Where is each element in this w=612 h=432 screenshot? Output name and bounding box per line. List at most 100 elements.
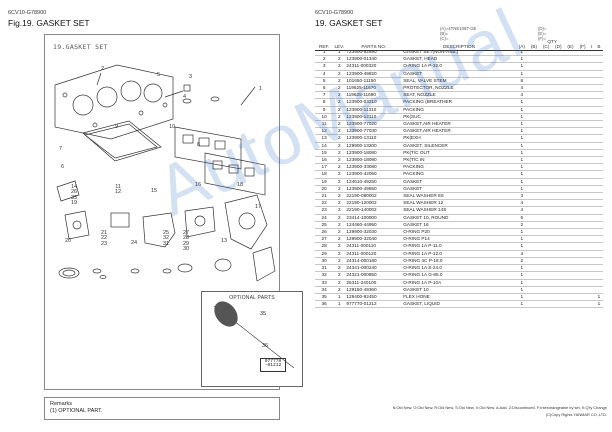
cell-empty	[576, 163, 589, 172]
cell-ref: 33	[315, 279, 334, 287]
cell-desc: PACKING	[402, 170, 516, 179]
cell-ref: 14	[315, 142, 334, 150]
cell-desc: FLEX HONE	[402, 293, 516, 302]
cell-empty	[527, 178, 541, 186]
cell-b	[594, 113, 603, 122]
cell-empty	[588, 106, 595, 114]
cell-desc: PK(T/C OUT	[402, 149, 516, 158]
cell-empty	[576, 98, 589, 107]
cell-pn: 129900-13200	[345, 142, 403, 150]
cell-b	[594, 120, 603, 129]
cell-lev: 2	[333, 113, 346, 122]
cell-pn: 123900-18080	[345, 149, 403, 158]
cell-empty	[576, 235, 589, 244]
cell-empty	[540, 142, 553, 150]
cell-empty	[527, 199, 541, 208]
cell-pn: 123900-49820	[345, 70, 403, 78]
cell-b	[594, 257, 603, 266]
cell-empty	[527, 242, 541, 251]
cell-empty	[564, 70, 577, 78]
exploded-diagram: 19.GASKET SET	[44, 34, 303, 390]
cell-empty	[540, 286, 553, 294]
cell-lev: 2	[333, 106, 346, 114]
cell-empty	[552, 257, 565, 266]
cell-pn: 24314-000180	[345, 257, 403, 266]
gasket-drawing	[54, 64, 276, 282]
header-qty-e: (E)	[567, 44, 574, 49]
right-model-code: 6CV10-G78900	[315, 10, 354, 16]
cell-empty	[540, 170, 553, 179]
cell-b	[594, 192, 603, 201]
cell-lev: 2	[333, 55, 346, 64]
cell-empty	[527, 170, 541, 179]
cell-pn: 124460-44950	[345, 221, 403, 230]
cell-empty	[576, 214, 589, 222]
cell-empty	[527, 206, 541, 215]
cell-ref: 20	[315, 185, 334, 194]
cell-empty	[576, 77, 589, 86]
cell-desc: O-RING 1A P-11.0	[402, 242, 516, 251]
cell-empty	[576, 113, 589, 122]
cell-empty	[588, 199, 595, 208]
cell-empty	[576, 199, 589, 208]
cell-lev: 2	[333, 192, 346, 201]
cell-empty	[564, 293, 577, 302]
cell-a: 1	[515, 120, 528, 129]
cell-ref: 3	[315, 62, 334, 71]
cell-b	[594, 242, 603, 251]
cell-empty	[540, 70, 553, 78]
cell-empty	[540, 106, 553, 114]
cell-empty	[564, 134, 577, 143]
callout-6: 6	[61, 164, 65, 170]
cell-empty	[564, 142, 577, 150]
cell-empty	[540, 55, 553, 64]
cell-empty	[564, 113, 577, 122]
callout-17: 17	[255, 204, 262, 210]
cell-b	[594, 228, 603, 237]
cell-empty	[564, 192, 577, 201]
cell-empty	[588, 185, 595, 194]
cell-empty	[588, 62, 595, 71]
cell-empty	[576, 300, 589, 309]
cell-pn: 26311-240100	[345, 279, 403, 287]
cell-lev: 2	[333, 228, 346, 237]
cell-b	[594, 235, 603, 244]
header-lev: LEV.	[334, 44, 345, 49]
cell-lev: 2	[333, 84, 346, 93]
cell-empty	[588, 70, 595, 78]
cell-pn: 22190-120002	[345, 199, 403, 208]
remarks-box: Remarks (1) OPTIONAL PART.	[44, 397, 280, 420]
cell-a: 1	[515, 242, 528, 251]
cell-desc: O-RING 1A S-24.0	[402, 264, 516, 273]
liquid-gasket-label-line2: -01212	[264, 363, 282, 369]
header-parts-no: PARTS NO.	[361, 44, 387, 49]
header-description: DESCRIPTION	[442, 44, 475, 49]
cell-lev: 2	[333, 70, 346, 78]
cell-pn: 977770-01212	[345, 300, 403, 309]
rocker-cover-packing-drawing	[82, 120, 162, 162]
cell-empty	[527, 156, 541, 165]
cell-empty	[552, 206, 565, 215]
cell-empty	[588, 271, 595, 280]
cell-desc: GASKET, SILENCER	[402, 142, 516, 150]
cell-pn: 123900-42050	[345, 170, 403, 179]
cell-a: 1	[515, 55, 528, 64]
cell-pn: 119625-11670	[345, 84, 403, 93]
cell-empty	[588, 206, 595, 215]
cell-b: 1	[594, 300, 603, 309]
cell-desc: O-RING P20	[402, 228, 516, 237]
cell-empty	[564, 55, 577, 64]
cell-empty	[552, 62, 565, 71]
cell-empty	[588, 264, 595, 273]
cell-empty	[527, 192, 541, 201]
cell-empty	[540, 235, 553, 244]
cell-empty	[576, 142, 589, 150]
cell-lev: 2	[333, 98, 346, 107]
cell-empty	[576, 49, 589, 57]
